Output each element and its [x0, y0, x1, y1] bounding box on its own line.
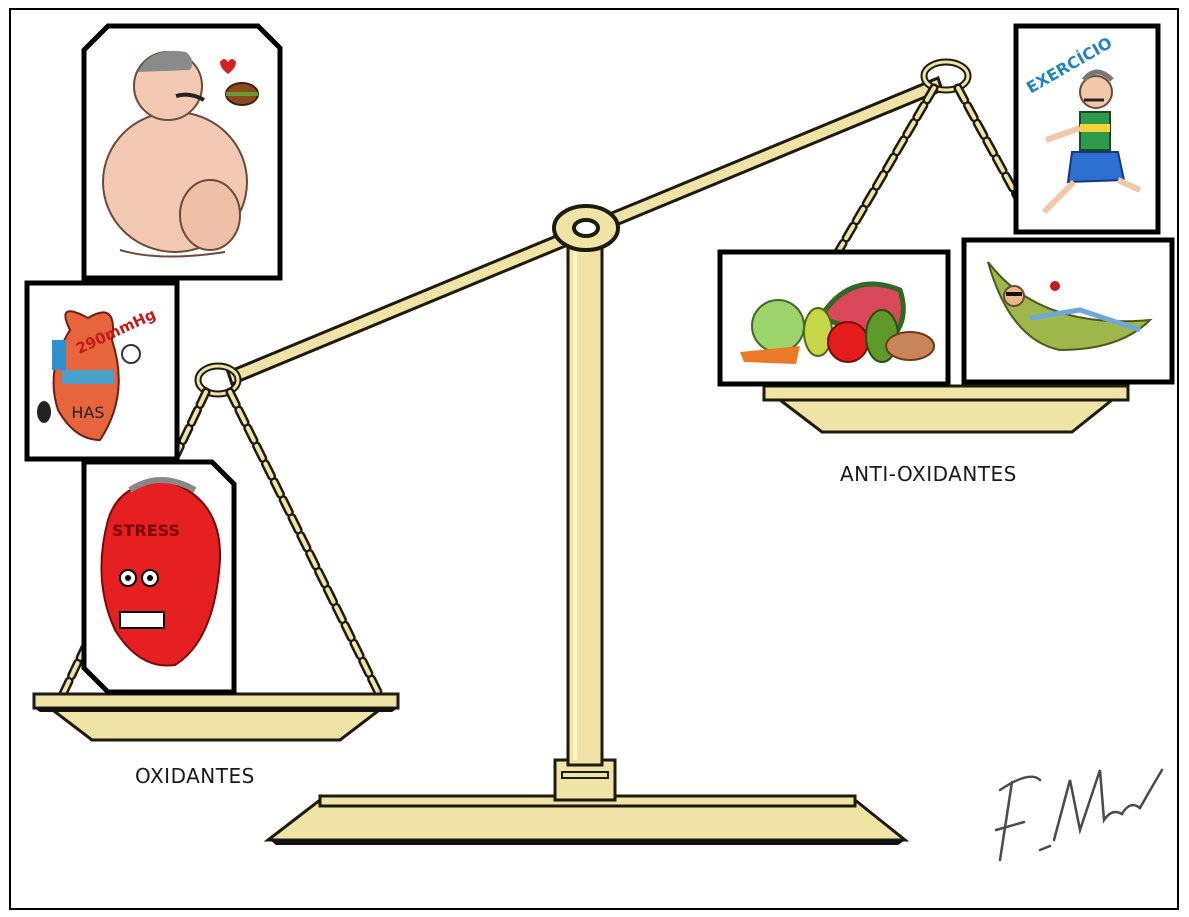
overweight-man-burger-icon [84, 26, 280, 278]
antioxidants-label: ANTI-OXIDANTES [840, 462, 1017, 486]
left-pan [34, 694, 398, 740]
scale-base [268, 760, 905, 845]
relaxing-hammock-icon [964, 240, 1172, 382]
oxidants-label: OXIDANTES [135, 764, 255, 788]
right-pan [764, 386, 1128, 432]
scale-pillar [568, 245, 602, 765]
angry-stressed-face-icon: STRESS [84, 462, 234, 692]
heart-blood-pressure-icon: HAS 290mmHg [27, 283, 177, 459]
running-man-icon: EXERCÍCIO [1016, 26, 1158, 232]
signature-icon [996, 770, 1162, 860]
fruits-vegetables-icon [720, 252, 948, 384]
has-text: HAS [71, 403, 104, 422]
stress-text: STRESS [112, 521, 180, 540]
